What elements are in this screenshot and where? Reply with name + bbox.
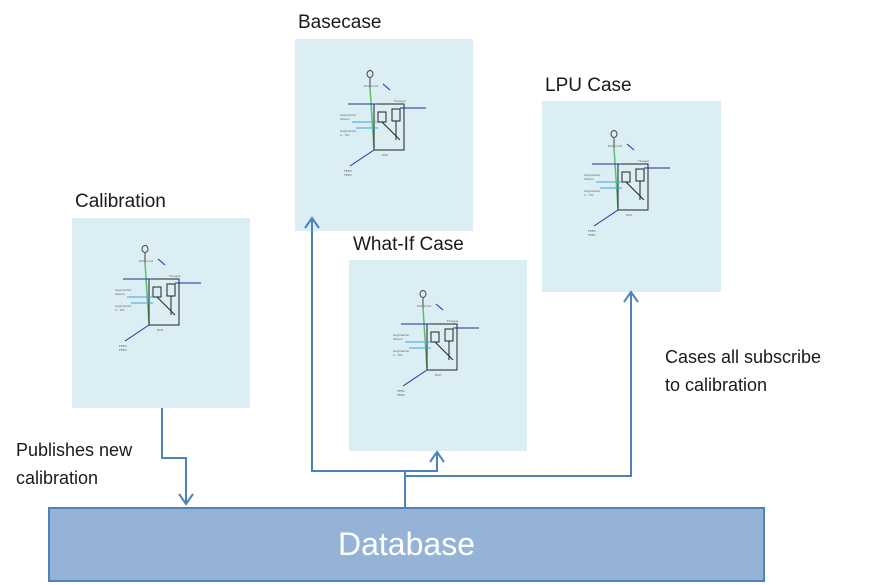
subscribe-arrowhead-lpu (623, 290, 639, 303)
panel-lpu[interactable] (542, 101, 721, 292)
svg-text:Steam: Steam (584, 177, 594, 181)
svg-text:Segmenter: Segmenter (115, 288, 132, 292)
svg-text:Fluegas: Fluegas (394, 99, 406, 103)
svg-text:RCD: RCD (435, 373, 442, 377)
svg-text:Steam: Steam (115, 292, 125, 296)
svg-text:RCD: RCD (382, 153, 389, 157)
svg-text:Fluegas: Fluegas (638, 159, 650, 163)
svg-text:FEED: FEED (397, 393, 406, 397)
svg-text:FEED: FEED (344, 169, 353, 173)
svg-text:Segmenter: Segmenter (393, 333, 410, 337)
svg-text:FEED: FEED (588, 233, 597, 237)
publish-note-line: Publishes new (16, 440, 133, 460)
svg-text:RCD-Inlet: RCD-Inlet (417, 304, 432, 308)
subscribe-arrow-lpu (405, 292, 632, 477)
svg-text:FEED: FEED (119, 344, 128, 348)
svg-text:2 - HG: 2 - HG (584, 193, 594, 197)
publish-arrowhead (178, 493, 194, 506)
panel-title-calibration: Calibration (75, 191, 166, 212)
publish-note: Publishes new calibration (16, 436, 132, 492)
svg-text:Segmenter: Segmenter (584, 189, 601, 193)
svg-text:RCD: RCD (626, 213, 633, 217)
publish-note-line: calibration (16, 468, 99, 488)
subscribe-note-line: to calibration (665, 375, 768, 395)
svg-text:FEED: FEED (344, 173, 353, 177)
svg-text:RCD: RCD (157, 328, 164, 332)
publish-arrow (161, 408, 187, 504)
panel-calibration[interactable] (72, 218, 250, 408)
subscribe-note-line: Cases all subscribe (665, 347, 822, 367)
svg-text:Segmenter: Segmenter (340, 129, 357, 133)
panel-basecase[interactable] (295, 39, 473, 231)
process-schematic-icon: RCD-Inlet Fluegas Segmenter Steam Segmen… (393, 290, 479, 397)
subscribe-arrow-basecase (311, 218, 406, 476)
database-label: Database (338, 526, 475, 562)
svg-text:Fluegas: Fluegas (169, 274, 181, 278)
svg-text:Segmenter: Segmenter (115, 304, 132, 308)
svg-text:RCD-Inlet: RCD-Inlet (364, 84, 379, 88)
process-schematic-icon: RCD-Inlet Fluegas Segmenter Steam Segmen… (584, 130, 670, 237)
svg-text:Segmenter: Segmenter (393, 349, 410, 353)
svg-text:FEED: FEED (119, 348, 128, 352)
process-schematic-icon: RCD-Inlet Fluegas Segmenter Steam Segmen… (115, 245, 201, 352)
svg-text:RCD-Inlet: RCD-Inlet (608, 144, 623, 148)
panel-title-whatif: What-If Case (353, 234, 464, 255)
svg-text:FEED: FEED (588, 229, 597, 233)
subscribe-arrow-whatif (405, 452, 438, 472)
panel-title-basecase: Basecase (298, 12, 382, 33)
panel-title-lpu: LPU Case (545, 75, 632, 96)
svg-text:2 - HG: 2 - HG (393, 353, 403, 357)
svg-text:2 - HG: 2 - HG (340, 133, 350, 137)
database-box[interactable]: Database (48, 507, 765, 582)
subscribe-note: Cases all subscribe to calibration (665, 343, 821, 399)
svg-text:Steam: Steam (340, 117, 350, 121)
subscribe-arrowhead-whatif (429, 450, 445, 463)
process-schematic-icon: RCD-Inlet Fluegas Segmenter Steam Segmen… (340, 70, 426, 177)
svg-text:2 - HG: 2 - HG (115, 308, 125, 312)
svg-text:RCD-Inlet: RCD-Inlet (139, 259, 154, 263)
svg-text:Fluegas: Fluegas (447, 319, 459, 323)
svg-text:FEED: FEED (397, 389, 406, 393)
panel-whatif[interactable] (349, 260, 527, 451)
svg-text:Segmenter: Segmenter (584, 173, 601, 177)
subscribe-arrowhead-basecase (304, 216, 320, 229)
svg-text:Segmenter: Segmenter (340, 113, 357, 117)
svg-text:Steam: Steam (393, 337, 403, 341)
